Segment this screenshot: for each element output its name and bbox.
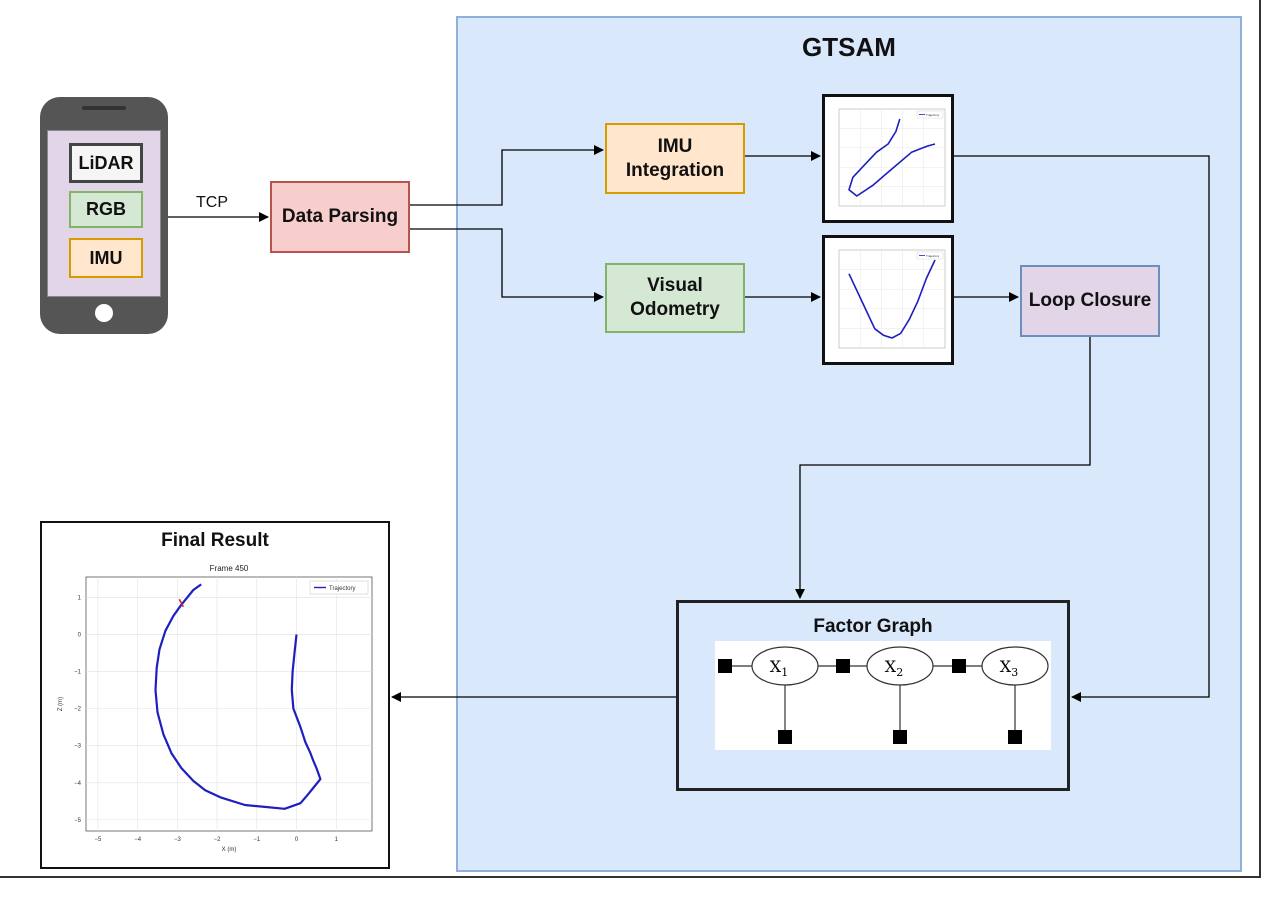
y-tick-label: 0	[78, 632, 82, 638]
phone-home-button	[95, 304, 113, 322]
phone-speaker	[82, 106, 126, 110]
heading-marker	[178, 598, 185, 608]
x-axis-label: X (m)	[222, 847, 237, 853]
between-factor-1	[836, 659, 850, 673]
data-parsing-node: Data Parsing	[270, 181, 410, 253]
gtsam-title: GTSAM	[802, 32, 896, 62]
imu-integration-line1: IMU	[657, 135, 693, 157]
visual-odometry-node: Visual Odometry	[605, 263, 745, 333]
variable-node-2	[866, 646, 934, 686]
imu-plot-svg: Trajectory	[838, 108, 946, 207]
visual-odometry-line2: Odometry	[630, 299, 720, 320]
y-tick-label: −5	[74, 818, 82, 824]
imu-plot-area	[838, 108, 946, 207]
unary-factor-1	[778, 730, 792, 744]
imu-integration-node: IMU Integration	[605, 123, 745, 194]
final-result-chart: Frame 450 −5 −4 −3 −2 −1 0 1 1 0 −1 −2 −3 −4 −5 X (m) Z …	[58, 564, 373, 853]
variable-label-2: X2	[885, 657, 903, 679]
y-tick-label: −4	[74, 781, 82, 787]
prior-factor	[718, 659, 732, 673]
y-tick-label: −1	[74, 670, 82, 676]
vo-trajectory-plot: Trajectory	[822, 235, 954, 365]
tcp-label: TCP	[196, 194, 228, 211]
sensor-lidar: LiDAR	[69, 143, 143, 183]
vo-trajectory-line	[848, 259, 936, 339]
edge-imu-plot-to-graph	[954, 155, 1210, 702]
x-tick-label: −1	[253, 837, 261, 843]
final-result-panel: Final Result Frame 450 −5 −4 −3 −2 −1 0 1 1 0 −1 −2…	[40, 521, 390, 869]
trajectory-line	[154, 583, 322, 810]
y-tick-label: −3	[74, 744, 82, 750]
variable-node-1	[751, 646, 819, 686]
imu-legend-label: Trajectory	[926, 113, 940, 117]
unary-factor-2	[893, 730, 907, 744]
x-tick-label: 1	[335, 837, 339, 843]
edge-parsing-to-vo	[410, 228, 604, 302]
imu-trajectory-line	[848, 118, 936, 197]
factor-graph-canvas: X1 X2 X3	[715, 641, 1051, 750]
final-chart-title: Frame 450	[210, 564, 249, 573]
outer-frame	[0, 0, 1261, 878]
legend-box	[309, 580, 369, 595]
edge-parsing-to-imu	[410, 145, 604, 206]
vo-legend-label: Trajectory	[926, 254, 940, 258]
y-axis-label: Z (m)	[58, 697, 64, 711]
imu-legend-box	[916, 110, 944, 119]
factor-graph-svg: X1 X2 X3	[718, 646, 1049, 744]
final-chart-plot-area	[85, 576, 373, 832]
legend-label: Trajectory	[329, 586, 355, 592]
vo-plot-svg: Trajectory	[838, 249, 946, 349]
unary-factor-3	[1008, 730, 1022, 744]
x-tick-label: −3	[174, 837, 182, 843]
variable-node-3	[981, 646, 1049, 686]
y-tick-label: 1	[78, 595, 82, 601]
x-tick-label: 0	[295, 837, 299, 843]
vo-legend-box	[916, 251, 944, 260]
vo-plot-area	[838, 249, 946, 349]
sensor-imu: IMU	[69, 238, 143, 278]
variable-label-1: X1	[770, 657, 788, 679]
variable-label-3: X3	[1000, 657, 1018, 679]
y-tick-label: −2	[74, 707, 82, 713]
visual-odometry-line1: Visual	[647, 275, 703, 297]
x-tick-label: −4	[134, 837, 142, 843]
loop-closure-node: Loop Closure	[1020, 265, 1160, 337]
sensor-rgb: RGB	[69, 191, 143, 228]
x-tick-label: −2	[214, 837, 222, 843]
imu-trajectory-plot: Trajectory	[822, 94, 954, 223]
final-result-title: Final Result	[161, 530, 269, 551]
x-tick-label: −5	[94, 837, 102, 843]
imu-integration-line2: Integration	[625, 159, 725, 181]
edge-loop-to-graph	[795, 337, 1091, 599]
factor-graph-title: Factor Graph	[813, 616, 933, 637]
between-factor-2	[952, 659, 966, 673]
